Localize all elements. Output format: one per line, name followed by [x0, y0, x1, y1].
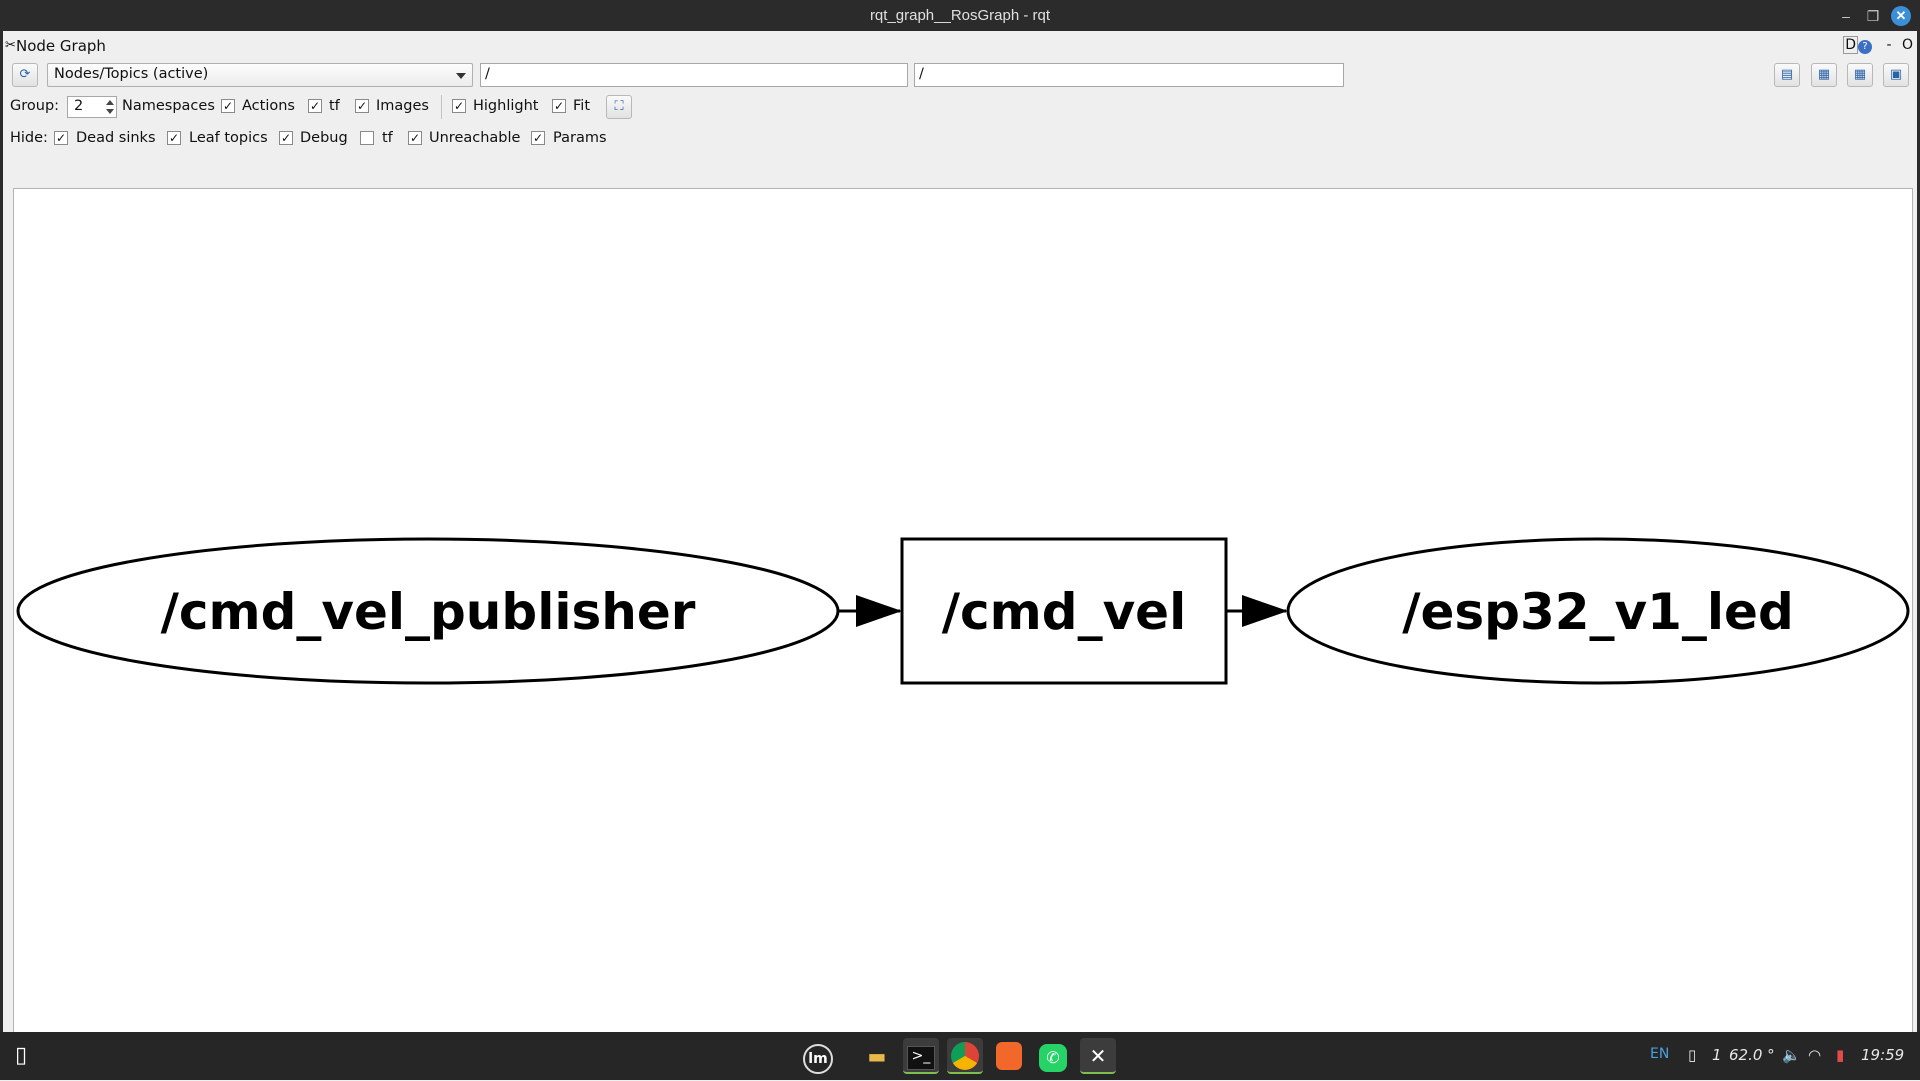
hide-label: Hide: — [10, 130, 48, 146]
spin-up-icon[interactable] — [106, 100, 114, 105]
menu-icon[interactable]: lm — [800, 1038, 836, 1074]
separator — [441, 95, 442, 119]
group-spinbox[interactable]: 2 — [67, 96, 117, 118]
maximize-button[interactable]: ❐ — [1866, 8, 1880, 24]
load-dot-button[interactable]: ▤ — [1774, 63, 1800, 87]
dock-close-button[interactable]: O — [1901, 37, 1913, 53]
clock[interactable]: 19:59 — [1861, 1046, 1905, 1064]
notification-icon[interactable]: ▮ — [1836, 1046, 1845, 1064]
taskbar: ▯ lm ▬ >_ ✆ ✕ EN ▯ 1 62.0 ° 🔈 ◠ ▮ 19:59 — [0, 1032, 1920, 1080]
dock-titlebar: ✂ Node Graph D? - O — [3, 34, 1917, 60]
brave-icon[interactable] — [991, 1038, 1027, 1074]
hide-row: Hide: ✓ Dead sinks ✓ Leaf topics ✓ Debug… — [3, 125, 1917, 153]
close-button[interactable]: ✕ — [1891, 6, 1911, 26]
node-filter-input[interactable]: / — [480, 63, 908, 87]
view-mode-select[interactable]: Nodes/Topics (active) — [47, 63, 473, 87]
volume-icon[interactable]: 🔈 — [1782, 1046, 1801, 1064]
leaf-topics-checkbox[interactable]: ✓ — [167, 131, 181, 145]
view-mode-value: Nodes/Topics (active) — [54, 66, 209, 82]
leaf-topics-label: Leaf topics — [189, 130, 268, 146]
refresh-button[interactable]: ⟳ — [12, 63, 38, 87]
whatsapp-icon[interactable]: ✆ — [1035, 1038, 1071, 1074]
chrome-icon[interactable] — [947, 1038, 983, 1074]
namespaces-checkbox[interactable]: ✓ — [221, 99, 235, 113]
folder-icon: ▤ — [1780, 67, 1794, 82]
options-row: Group: 2 Namespaces ✓ Actions ✓ tf ✓ Ima… — [3, 93, 1917, 121]
graph-node-publisher[interactable] — [16, 537, 840, 685]
graph-svg: /cmd_vel_publisher/cmd_vel/esp32_v1_led — [16, 537, 1910, 685]
minimize-button[interactable]: – — [1842, 8, 1850, 24]
save-image-button[interactable]: ▣ — [1883, 63, 1909, 87]
params-label: Params — [553, 130, 607, 146]
rqt-main-window: ✂ Node Graph D? - O ⟳ Nodes/Topics (acti… — [0, 31, 1920, 1033]
wifi-icon[interactable]: ◠ — [1808, 1046, 1822, 1064]
fit-label: Fit — [573, 98, 590, 114]
fit-checkbox[interactable]: ✓ — [552, 99, 566, 113]
graph-label-subscriber: /esp32_v1_led — [1402, 583, 1794, 641]
image-icon: ▣ — [1889, 67, 1903, 82]
refresh-icon: ⟳ — [19, 67, 31, 82]
tools-icon: ✂ — [5, 38, 16, 53]
unreachable-label: Unreachable — [429, 130, 521, 146]
tf-group-label: tf — [329, 98, 340, 114]
spin-down-icon[interactable] — [106, 109, 114, 114]
edge-arrowhead-2 — [1242, 595, 1288, 627]
group-value: 2 — [74, 98, 84, 114]
save-dot-button[interactable]: ▦ — [1811, 63, 1837, 87]
params-checkbox[interactable]: ✓ — [531, 131, 545, 145]
tf-hide-checkbox[interactable] — [360, 131, 374, 145]
chevron-down-icon — [456, 73, 466, 79]
dock-d-button[interactable]: D — [1843, 36, 1858, 54]
battery-icon[interactable]: ▯ — [1688, 1046, 1697, 1064]
fit-in-view-button[interactable]: ⛶ — [606, 95, 632, 119]
save-dot-icon: ▦ — [1817, 67, 1831, 82]
tf-group-checkbox[interactable]: ✓ — [308, 99, 322, 113]
unreachable-checkbox[interactable]: ✓ — [408, 131, 422, 145]
graph-canvas[interactable]: /cmd_vel_publisher/cmd_vel/esp32_v1_led — [13, 188, 1913, 1033]
graph-node-subscriber[interactable] — [1286, 537, 1910, 685]
actions-label: Actions — [242, 98, 295, 114]
images-label: Images — [376, 98, 429, 114]
temperature: 62.0 ° — [1729, 1046, 1775, 1064]
dead-sinks-checkbox[interactable]: ✓ — [54, 131, 68, 145]
dock-minimize-button[interactable]: - — [1886, 37, 1892, 53]
namespaces-label: Namespaces — [122, 98, 215, 114]
terminal-icon[interactable]: >_ — [903, 1038, 939, 1074]
rqt-tools-icon[interactable]: ✕ — [1080, 1038, 1116, 1074]
window-titlebar: rqt_graph__RosGraph - rqt – ❐ ✕ — [0, 0, 1920, 31]
highlight-label: Highlight — [473, 98, 539, 114]
save-svg-icon: ▦ — [1853, 67, 1867, 82]
dead-sinks-label: Dead sinks — [76, 130, 156, 146]
files-icon[interactable]: ▬ — [867, 1044, 887, 1068]
workspace-indicator[interactable]: 1 — [1712, 1046, 1722, 1064]
graph-topic-topic[interactable] — [900, 537, 1228, 685]
graph-label-publisher: /cmd_vel_publisher — [161, 583, 696, 641]
graph-label-topic: /cmd_vel — [942, 583, 1186, 641]
keyboard-layout[interactable]: EN — [1650, 1046, 1670, 1062]
help-icon[interactable]: ? — [1858, 40, 1872, 54]
topic-filter-input[interactable]: / — [914, 63, 1344, 87]
debug-checkbox[interactable]: ✓ — [279, 131, 293, 145]
dock-title: Node Graph — [16, 37, 106, 55]
toolbar-row: ⟳ Nodes/Topics (active) / / ▤ ▦ ▦ ▣ — [3, 61, 1917, 89]
clipboard-icon[interactable]: ▯ — [14, 1043, 28, 1068]
group-label: Group: — [10, 98, 60, 114]
debug-label: Debug — [300, 130, 348, 146]
save-svg-button[interactable]: ▦ — [1847, 63, 1873, 87]
highlight-checkbox[interactable]: ✓ — [452, 99, 466, 113]
images-checkbox[interactable]: ✓ — [355, 99, 369, 113]
edge-arrowhead-1 — [856, 595, 902, 627]
fit-view-icon: ⛶ — [614, 99, 624, 114]
tf-hide-label: tf — [382, 130, 393, 146]
dock-controls: D? - O — [1843, 36, 1913, 54]
window-title: rqt_graph__RosGraph - rqt — [869, 7, 1051, 24]
